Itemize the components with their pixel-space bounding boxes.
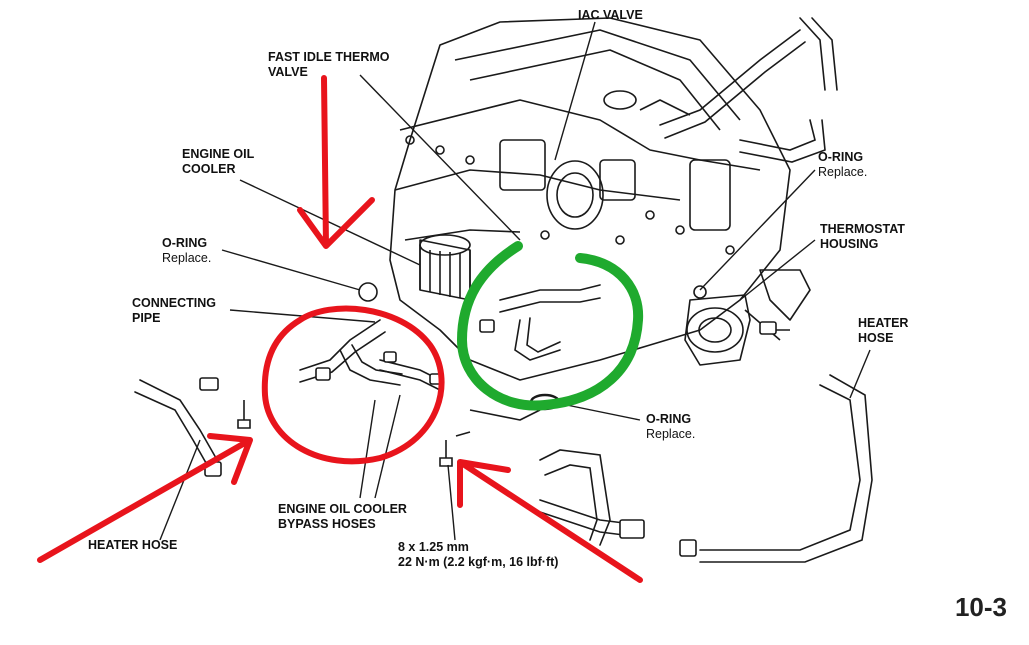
label-line: O-RING: [818, 150, 864, 164]
label-line: 22 N·m (2.2 kgf·m, 16 lbf·ft): [398, 555, 559, 569]
label-line: ENGINE OIL COOLER: [278, 502, 407, 516]
label-line: HOSE: [858, 331, 894, 345]
label-o-ring-left: O-RING Replace.: [162, 236, 211, 266]
label-o-ring-bottom: O-RING Replace.: [646, 412, 695, 442]
label-line: CONNECTING: [132, 296, 217, 310]
label-o-ring-right: O-RING Replace.: [818, 150, 867, 180]
label-iac-valve: IAC VALVE: [578, 8, 643, 22]
label-line: 8 x 1.25 mm: [398, 540, 469, 554]
engine-block: [389, 17, 811, 421]
label-line: HEATER: [858, 316, 909, 330]
label-heater-hose-left: HEATER HOSE: [88, 538, 178, 552]
red-arrow-top: [297, 75, 375, 249]
label-note: Replace.: [162, 251, 212, 265]
label-line: BYPASS HOSES: [278, 517, 376, 531]
red-arrow-bottom: [457, 459, 643, 583]
label-line: O-RING: [646, 412, 692, 426]
label-engine-oil-cooler: ENGINE OIL COOLER: [182, 147, 254, 177]
label-line: ENGINE OIL: [182, 147, 255, 161]
label-line: VALVE: [268, 65, 308, 79]
label-bypass-hoses: ENGINE OIL COOLER BYPASS HOSES: [278, 502, 407, 532]
red-arrow-left: [37, 433, 253, 563]
label-bolt-spec: 8 x 1.25 mm 22 N·m (2.2 kgf·m, 16 lbf·ft…: [398, 540, 558, 570]
label-note: Replace.: [646, 427, 696, 441]
label-line: HOUSING: [820, 237, 879, 251]
label-heater-hose-right: HEATER HOSE: [858, 316, 908, 346]
label-line: PIPE: [132, 311, 161, 325]
label-fast-idle-thermo-valve: FAST IDLE THERMO VALVE: [268, 50, 390, 80]
label-thermostat-housing: THERMOSTAT HOUSING: [820, 222, 905, 252]
leader-lines: [159, 21, 871, 541]
red-circle: [261, 305, 445, 465]
label-note: Replace.: [818, 165, 868, 179]
label-line: FAST IDLE THERMO: [268, 50, 390, 64]
green-circle: [457, 241, 644, 411]
fittings: [199, 282, 777, 557]
markup: [37, 75, 644, 583]
page-number: 10-3: [954, 592, 1007, 622]
label-connecting-pipe: CONNECTING PIPE: [132, 296, 216, 326]
label-line: COOLER: [182, 162, 236, 176]
hoses: [134, 17, 873, 563]
label-line: THERMOSTAT: [820, 222, 905, 236]
label-line: O-RING: [162, 236, 208, 250]
